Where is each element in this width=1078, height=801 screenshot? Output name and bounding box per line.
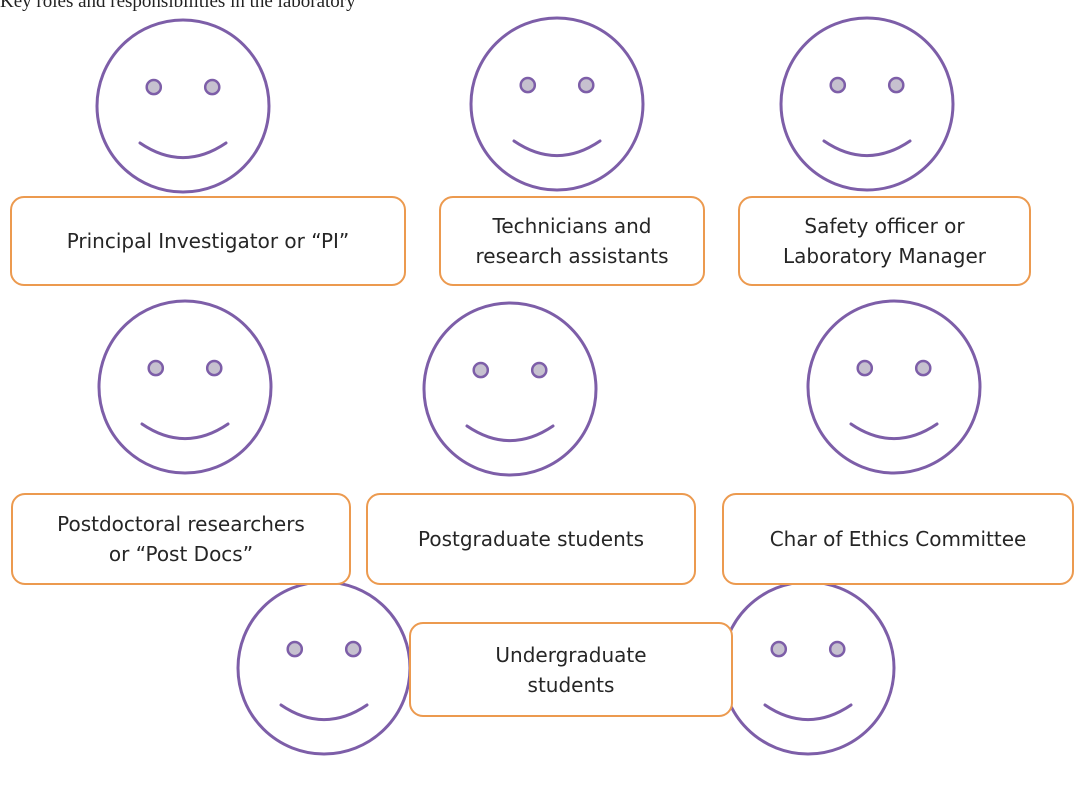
face-outline — [95, 18, 271, 194]
smiley-face-icon — [236, 580, 412, 756]
face-outline — [236, 580, 412, 756]
left-eye — [829, 76, 847, 94]
role-label-principal-investigator: Principal Investigator or “PI” — [10, 196, 406, 286]
role-label-technicians: Technicians and research assistants — [439, 196, 705, 286]
face-outline — [97, 299, 273, 475]
role-label-postdoctoral-researchers: Postdoctoral researchers or “Post Docs” — [11, 493, 351, 585]
smile-mouth — [849, 422, 939, 441]
right-eye — [828, 640, 846, 658]
face-outline — [422, 301, 598, 477]
right-eye — [530, 361, 548, 379]
smiley-face-icon — [97, 299, 273, 475]
right-eye — [205, 359, 223, 377]
smiley-face-icon — [422, 301, 598, 477]
right-eye — [577, 76, 595, 94]
left-eye — [286, 640, 304, 658]
smiley-face-icon — [469, 16, 645, 192]
role-label-undergraduate-students: Undergraduate students — [409, 622, 733, 717]
face-outline — [469, 16, 645, 192]
role-label-ethics-committee-chair: Char of Ethics Committee — [722, 493, 1074, 585]
role-label-postgraduate-students: Postgraduate students — [366, 493, 696, 585]
right-eye — [344, 640, 362, 658]
smiley-face-icon — [720, 580, 896, 756]
right-eye — [887, 76, 905, 94]
smile-mouth — [140, 422, 230, 441]
left-eye — [856, 359, 874, 377]
smiley-face-icon — [806, 299, 982, 475]
left-eye — [145, 78, 163, 96]
top-caption: Key roles and responsibilities in the la… — [0, 0, 356, 11]
smile-mouth — [465, 424, 555, 443]
smile-mouth — [512, 139, 602, 158]
smile-mouth — [822, 139, 912, 158]
left-eye — [519, 76, 537, 94]
smile-mouth — [138, 141, 228, 160]
left-eye — [472, 361, 490, 379]
smile-mouth — [279, 703, 369, 722]
smiley-face-icon — [95, 18, 271, 194]
smile-mouth — [763, 703, 853, 722]
role-label-safety-officer: Safety officer or Laboratory Manager — [738, 196, 1031, 286]
right-eye — [914, 359, 932, 377]
face-outline — [720, 580, 896, 756]
left-eye — [147, 359, 165, 377]
smiley-face-icon — [779, 16, 955, 192]
left-eye — [770, 640, 788, 658]
right-eye — [203, 78, 221, 96]
face-outline — [806, 299, 982, 475]
face-outline — [779, 16, 955, 192]
